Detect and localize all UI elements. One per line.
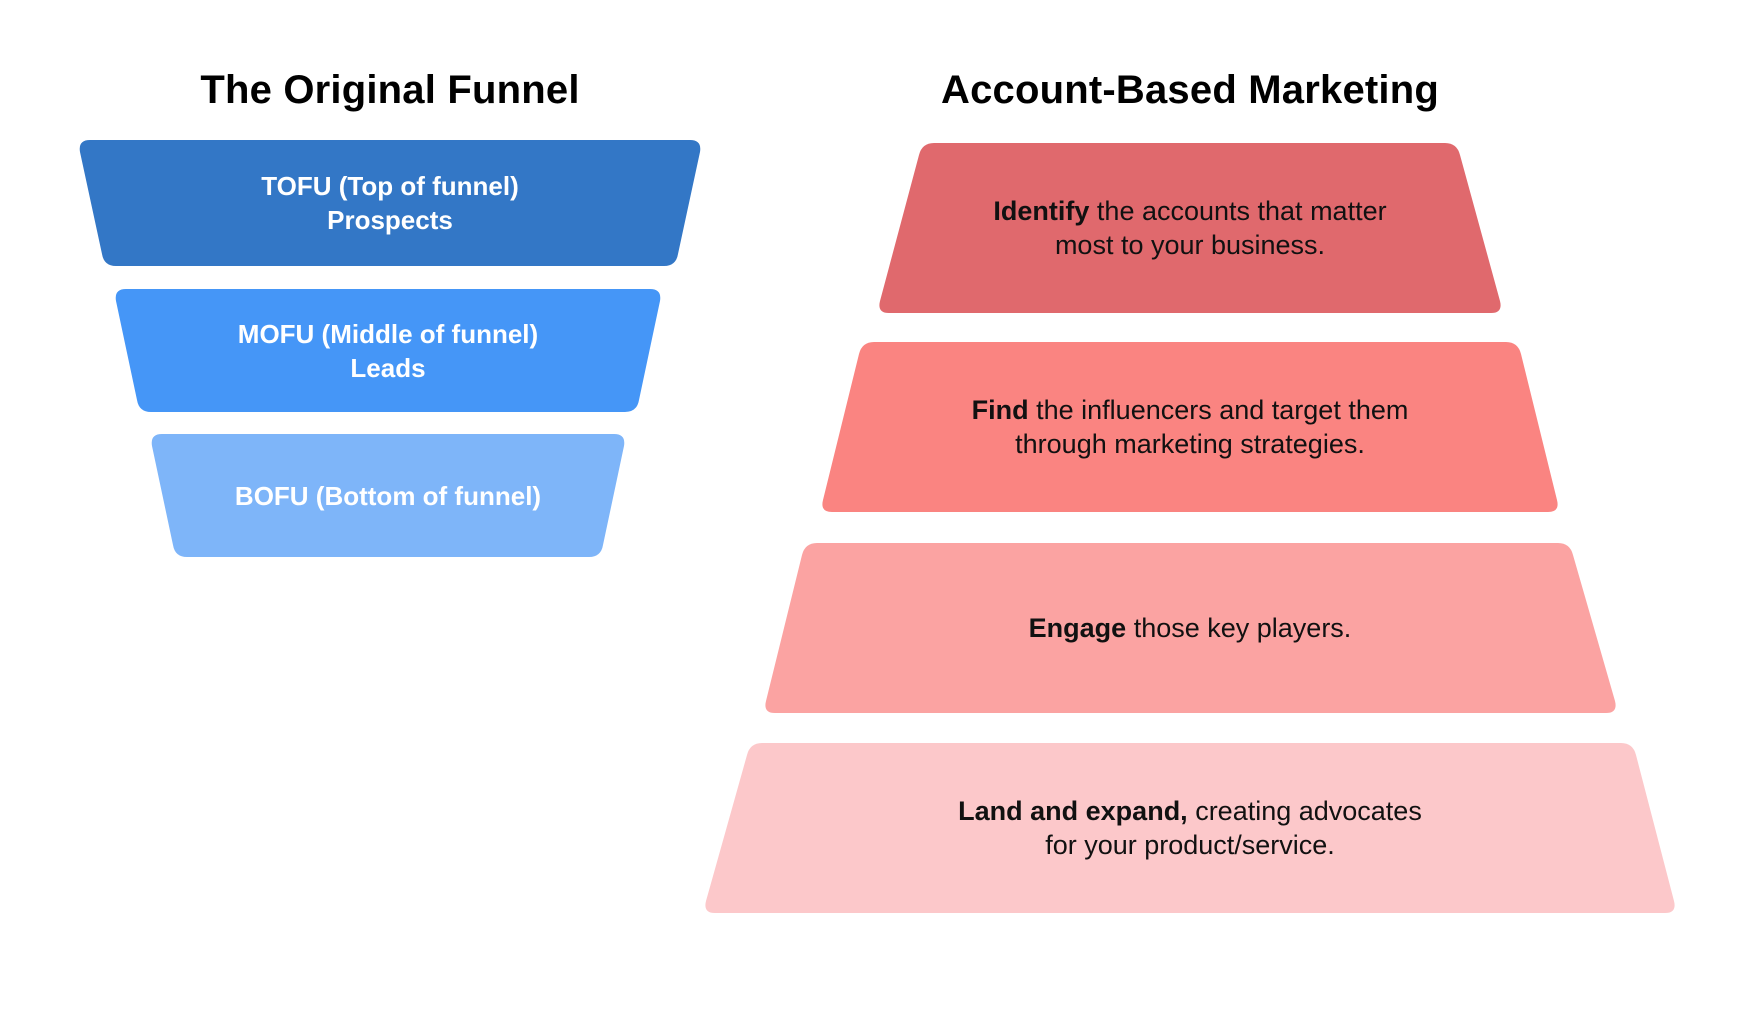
identify-rest: the accounts that matter bbox=[1089, 196, 1387, 226]
identify-segment-label: Identify the accounts that matter most t… bbox=[890, 143, 1490, 313]
bofu-segment-label: BOFU (Bottom of funnel) bbox=[138, 434, 638, 557]
find-line1: Find the influencers and target them bbox=[972, 393, 1409, 427]
tofu-segment-label: TOFU (Top of funnel) Prospects bbox=[140, 140, 640, 266]
identify-line2: most to your business. bbox=[1054, 230, 1326, 260]
land-expand-lead: Land and expand, bbox=[958, 796, 1188, 826]
engage-segment-label: Engage those key players. bbox=[870, 543, 1510, 713]
land-expand-rest: creating advocates bbox=[1187, 796, 1422, 826]
tofu-segment-shape bbox=[79, 140, 701, 266]
find-lead: Find bbox=[971, 395, 1029, 425]
identify-segment-shape bbox=[879, 143, 1501, 313]
right-funnel-title: Account-Based Marketing bbox=[940, 68, 1440, 112]
bofu-segment-shape bbox=[151, 434, 625, 557]
tofu-line2: Prospects bbox=[327, 205, 453, 235]
mofu-line2: Leads bbox=[350, 352, 426, 383]
engage-line1: Engage those key players. bbox=[1029, 611, 1352, 645]
land-expand-segment-label: Land and expand, creating advocates for … bbox=[870, 743, 1510, 913]
identify-line1: Identify the accounts that matter bbox=[993, 194, 1386, 228]
land-expand-line1: Land and expand, creating advocates bbox=[958, 794, 1422, 828]
identify-lead: Identify bbox=[993, 196, 1090, 226]
mofu-segment-label: MOFU (Middle of funnel) Leads bbox=[138, 289, 638, 412]
bofu-line1: BOFU (Bottom of funnel) bbox=[234, 480, 542, 511]
find-line2: through marketing strategies. bbox=[1015, 429, 1365, 459]
find-segment-label: Find the influencers and target them thr… bbox=[870, 342, 1510, 512]
land-expand-segment-shape bbox=[705, 743, 1675, 913]
engage-lead: Engage bbox=[1028, 613, 1127, 643]
find-rest: the influencers and target them bbox=[1028, 395, 1409, 425]
engage-segment-shape bbox=[765, 543, 1616, 713]
mofu-segment-shape bbox=[115, 289, 661, 412]
tofu-line1: TOFU (Top of funnel) bbox=[261, 171, 519, 201]
mofu-line1: MOFU (Middle of funnel) bbox=[237, 318, 539, 349]
left-funnel-title: The Original Funnel bbox=[200, 68, 580, 112]
engage-rest: those key players. bbox=[1126, 613, 1352, 643]
find-segment-shape bbox=[822, 342, 1558, 512]
land-expand-line2: for your product/service. bbox=[1045, 830, 1335, 860]
